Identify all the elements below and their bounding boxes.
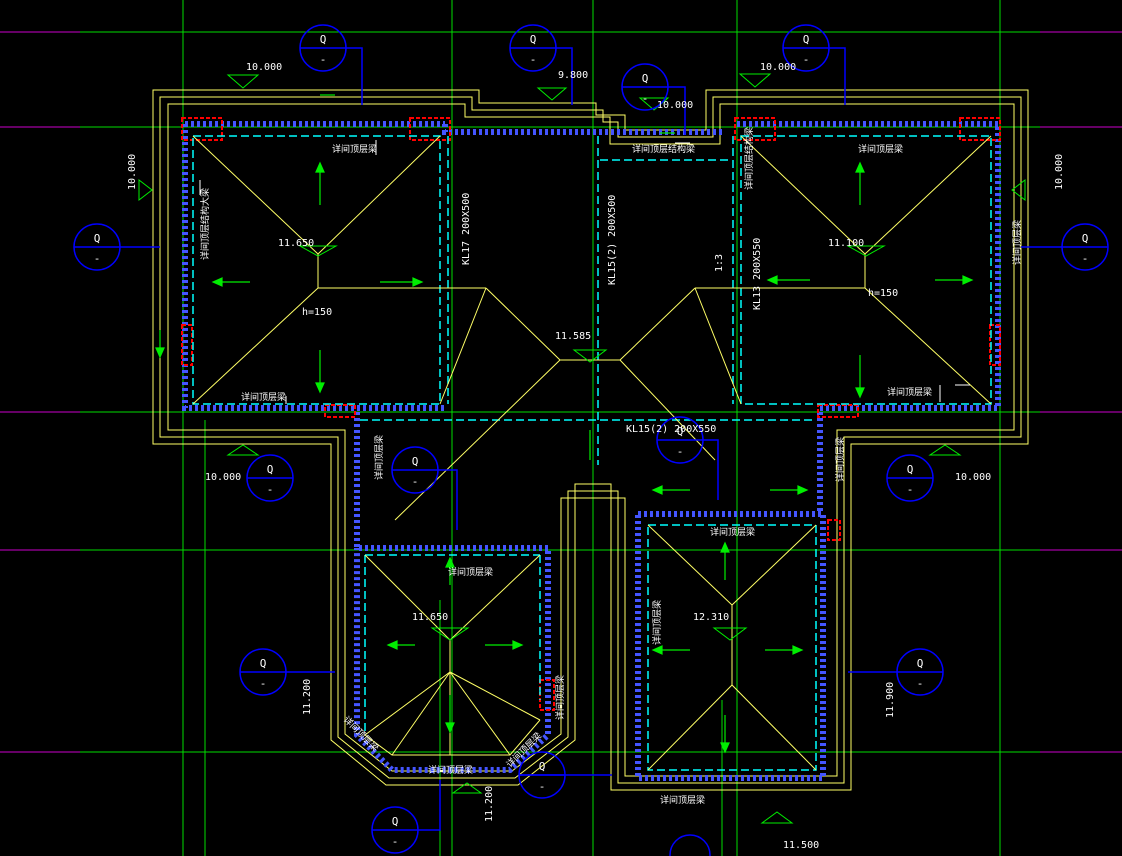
elev-left-side: 10.000 bbox=[127, 154, 138, 190]
elev-right-side: 10.000 bbox=[1054, 154, 1065, 190]
elev-small-right-peak: 12.310 bbox=[693, 612, 729, 623]
elev-ridge-left: 11.650 bbox=[278, 238, 314, 249]
columns bbox=[181, 117, 1001, 711]
bubble-dash-mid-right: - bbox=[907, 483, 914, 496]
hip-lines bbox=[192, 135, 992, 771]
eave-note-top-right: 详间顶层梁 bbox=[858, 143, 903, 155]
bubble-label-mid-center: Q bbox=[412, 455, 419, 468]
bubble-leaders bbox=[120, 47, 1062, 831]
bubble-dash-low-left: - bbox=[260, 677, 267, 690]
elevation-markers bbox=[138, 73, 1026, 824]
bubble-dash-left-mid: - bbox=[94, 252, 101, 265]
elev-small-left-peak: 11.650 bbox=[412, 612, 448, 623]
elev-bottom-right: 11.500 bbox=[783, 840, 819, 851]
eave-note-bottom-right2: 详间顶层梁 bbox=[660, 794, 705, 806]
bubble-label-bottom-left: Q bbox=[392, 815, 399, 828]
h-right: h=150 bbox=[868, 288, 898, 299]
bubble-label-bottom-center: Q bbox=[539, 760, 546, 773]
eave-note-top-left: 详间顶层梁 bbox=[332, 143, 377, 155]
bubble-label-mid-centre2: Q bbox=[677, 425, 684, 438]
eave-note-bottom-centre: 详间顶层梁 bbox=[428, 764, 473, 776]
bubble-dash-top-a: - bbox=[320, 53, 327, 66]
elev-top-mid2: 10.000 bbox=[657, 100, 693, 111]
beam-kl13: KL13 200X550 bbox=[752, 238, 763, 310]
bubble-dash-low-right: - bbox=[917, 677, 924, 690]
bubble-dash-top-d: - bbox=[803, 53, 810, 66]
beam-kl15-vertical: KL15(2) 200X500 bbox=[607, 195, 618, 285]
bubble-label-low-left: Q bbox=[260, 657, 267, 670]
eave-note-left: 详间顶层结构大梁 bbox=[199, 188, 211, 260]
elev-ridge-right: 11.100 bbox=[828, 238, 864, 249]
axis-bubbles bbox=[73, 24, 1109, 856]
slope-note: 1:3 bbox=[714, 254, 725, 272]
elev-bottom-left-side: 10.000 bbox=[205, 472, 241, 483]
bubble-dash-bottom-center: - bbox=[539, 780, 546, 793]
eave-note-bottom-left: 详间顶层梁 bbox=[241, 391, 286, 403]
axis-extension-lines bbox=[0, 31, 1122, 753]
beam-lines bbox=[192, 135, 992, 771]
wall-hatch bbox=[182, 121, 1001, 781]
bubble-label-top-d: Q bbox=[803, 33, 810, 46]
eave-note-mid-right: 详间顶层梁 bbox=[834, 437, 846, 482]
bubble-label-mid-left: Q bbox=[267, 463, 274, 476]
eave-note-right-mid: 详间顶层结构梁 bbox=[743, 127, 755, 190]
eave-note-top-mid: 详间顶层结构梁 bbox=[632, 143, 695, 155]
elev-bottom-left-wall: 11.200 bbox=[302, 679, 313, 715]
elev-center-valley: 11.585 bbox=[555, 331, 591, 342]
eave-note-bottom-right: 详间顶层梁 bbox=[887, 386, 932, 398]
slope-arrows bbox=[155, 94, 974, 754]
elev-bottom-center: 11.200 bbox=[484, 786, 495, 822]
bubble-label-top-a: Q bbox=[320, 33, 327, 46]
eave-note-small-left-v: 详间顶层梁 bbox=[554, 675, 566, 720]
eave-note-right: 详间顶层梁 bbox=[1011, 220, 1023, 265]
bubble-dash-top-b: - bbox=[530, 53, 537, 66]
bubble-label-left-mid: Q bbox=[94, 232, 101, 245]
elev-top-mid: 9.800 bbox=[558, 70, 588, 81]
bubble-label-mid-right: Q bbox=[907, 463, 914, 476]
bubble-dash-bottom-left: - bbox=[392, 835, 399, 848]
bubble-dash-top-c: - bbox=[642, 92, 649, 105]
bubble-label-top-b: Q bbox=[530, 33, 537, 46]
eave-note-small-left: 详间顶层梁 bbox=[448, 566, 493, 578]
elev-top-right: 10.000 bbox=[760, 62, 796, 73]
eave-note-diag-left: 详间顶层梁 bbox=[341, 714, 381, 754]
bubble-label-low-right: Q bbox=[917, 657, 924, 670]
bubble-label-top-c: Q bbox=[642, 72, 649, 85]
bubble-dash-mid-left: - bbox=[267, 483, 274, 496]
eave-note-small-right-v: 详间顶层梁 bbox=[651, 600, 663, 645]
bubble-label-right-mid: Q bbox=[1082, 232, 1089, 245]
bubble-dash-mid-centre2: - bbox=[677, 445, 684, 458]
elev-bottom-right-wall: 11.900 bbox=[885, 682, 896, 718]
tick-marks bbox=[199, 140, 970, 404]
roof-outline bbox=[152, 89, 1029, 791]
h-left: h=150 bbox=[302, 307, 332, 318]
beam-kl15-horizontal: KL15(2) 200X550 bbox=[626, 424, 716, 435]
elev-bottom-right-side: 10.000 bbox=[955, 472, 991, 483]
eave-note-small-right: 详间顶层梁 bbox=[710, 526, 755, 538]
bubble-dash-mid-center: - bbox=[412, 475, 419, 488]
elev-top-left: 10.000 bbox=[246, 62, 282, 73]
bubble-dash-right-mid: - bbox=[1082, 252, 1089, 265]
beam-kl17: KL17 200X500 bbox=[461, 193, 472, 265]
eave-note-mid-left: 详间顶层梁 bbox=[373, 435, 385, 480]
